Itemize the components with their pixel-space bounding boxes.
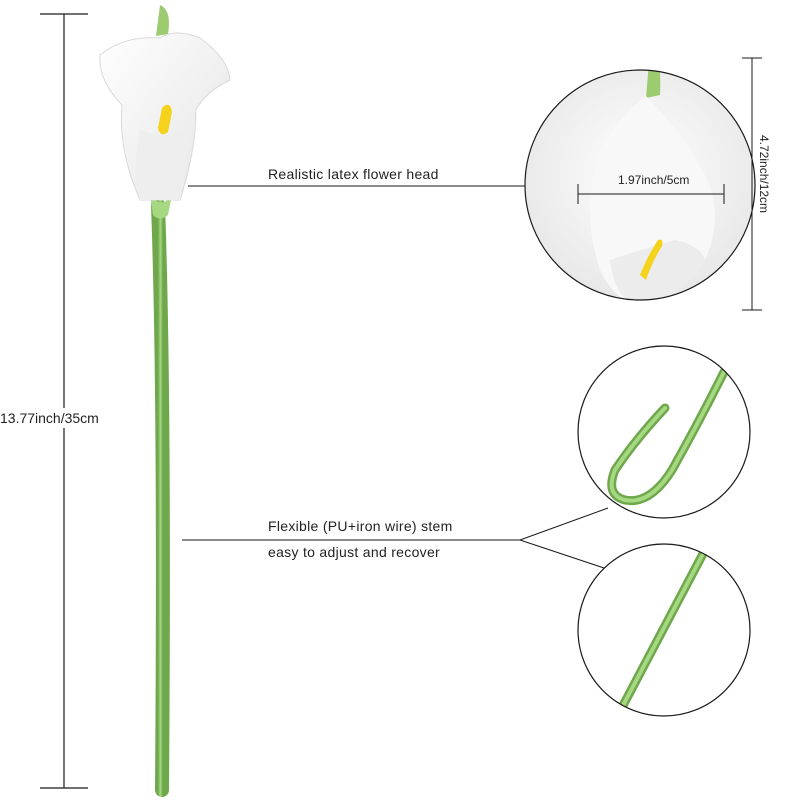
flower-head-label: Realistic latex flower head	[268, 166, 439, 182]
head-length-label: 4.72inch/12cm	[757, 135, 771, 214]
height-dimension-line	[40, 13, 88, 789]
stem-label-line1: Flexible (PU+iron wire) stem	[268, 518, 453, 534]
head-width-label: 1.97inch/5cm	[618, 173, 690, 187]
head-width-dimension	[577, 184, 725, 204]
height-label: 13.77inch/35cm	[0, 408, 99, 428]
head-length-dimension	[742, 57, 762, 311]
bent-stem-closeup	[577, 345, 751, 519]
flower-stem	[150, 195, 172, 797]
straight-stem-closeup	[577, 543, 751, 717]
flower-head-closeup	[524, 69, 756, 301]
flower-head	[99, 5, 231, 201]
connector-lines	[182, 185, 609, 569]
stem-label-line2: easy to adjust and recover	[268, 544, 441, 560]
